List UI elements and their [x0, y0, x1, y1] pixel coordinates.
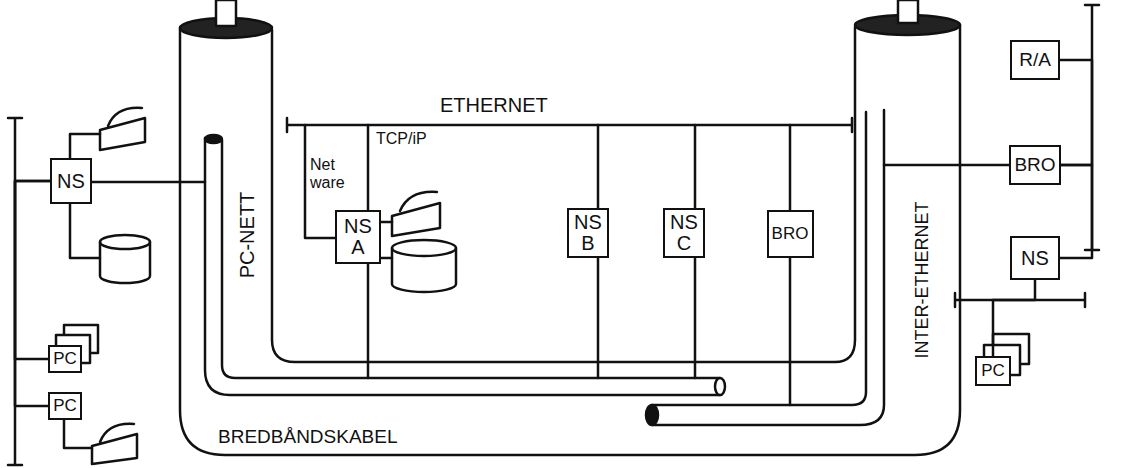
box-label: NS B: [572, 212, 604, 254]
wire: [789, 125, 792, 405]
wire: [884, 164, 1010, 167]
cable-label: BREDBÅNDSKABEL: [218, 427, 398, 448]
connector-line: [993, 280, 1035, 356]
box-label: NS: [57, 171, 85, 192]
printer-symbol: [392, 192, 440, 236]
bus-connector: [1060, 60, 1092, 165]
wire: [70, 204, 100, 258]
connector-line: [1060, 60, 1092, 165]
tube-end: [646, 405, 658, 425]
pc-net-tube: [205, 138, 720, 395]
box-label: BRO: [1014, 155, 1055, 175]
bridge-box: BRO: [1009, 145, 1061, 185]
cable-label: PC-NETT: [236, 190, 258, 281]
connector-line: [15, 181, 50, 359]
broadband-cable-outer: [180, 25, 960, 455]
pc-box: PC: [48, 392, 82, 420]
box-label: R/A: [1019, 50, 1051, 70]
server-box: NS: [50, 158, 92, 204]
bus-connector: [993, 280, 1035, 356]
cable-core-right: [898, 0, 918, 23]
broadband-cable-inner: [272, 27, 855, 362]
server-box: NS B: [567, 208, 609, 258]
protocol-label: Net ware: [310, 156, 354, 191]
inter-ethernet-tube: [652, 112, 866, 405]
printer-symbol: [92, 424, 137, 464]
cable-core-left: [216, 0, 236, 26]
router-box: R/A: [1010, 40, 1060, 80]
wire: [92, 181, 205, 184]
ethernet-bus: [287, 118, 852, 132]
tube-end: [205, 135, 222, 143]
printer-symbol: [100, 108, 145, 150]
connector-line: [1060, 165, 1092, 258]
server-box: NS C: [663, 208, 705, 258]
server-box: NS: [1010, 236, 1060, 280]
tube-end: [715, 378, 725, 395]
disk-symbol: [100, 235, 150, 249]
connector-line: [15, 181, 50, 406]
cable-label: INTER-ETHERNET: [912, 199, 932, 360]
bridge-box: BRO: [767, 210, 814, 258]
box-label: NS A: [342, 216, 374, 258]
wire: [64, 420, 92, 448]
box-label: BRO: [772, 225, 809, 243]
bus-connector: [1060, 165, 1092, 258]
bus-connector: [15, 181, 50, 359]
wire: [381, 222, 392, 258]
inter-ethernet-tube: [652, 110, 884, 425]
protocol-label: TCP/iP: [376, 130, 427, 148]
network-name: ETHERNET: [440, 94, 548, 116]
box-label: PC: [53, 350, 77, 368]
box-label: NS: [1021, 248, 1049, 269]
server-box: NS A: [335, 210, 381, 264]
pc-net-tube: [222, 140, 720, 378]
wire: [70, 134, 100, 158]
pc-box: PC: [48, 345, 82, 373]
box-label: PC: [53, 397, 77, 415]
box-label: PC: [981, 362, 1005, 380]
box-label: NS C: [668, 212, 700, 254]
pc-box: PC: [975, 356, 1011, 386]
disk-symbol: [392, 240, 456, 256]
bus-connector: [15, 181, 50, 406]
